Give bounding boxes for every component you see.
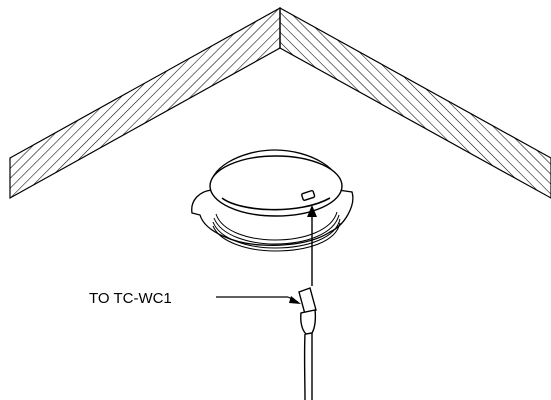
callout: TO TC-WC1 [89,290,301,307]
insertion-arrow [307,205,317,286]
connector-plug [298,287,317,315]
ceiling-sensor-device [191,149,354,252]
connector-socket [301,189,316,201]
callout-label: TO TC-WC1 [89,290,172,307]
leader-arrowhead [289,296,301,304]
sensor-dome [209,155,343,217]
ceiling-corner [9,6,551,200]
connector-cable [298,287,317,400]
